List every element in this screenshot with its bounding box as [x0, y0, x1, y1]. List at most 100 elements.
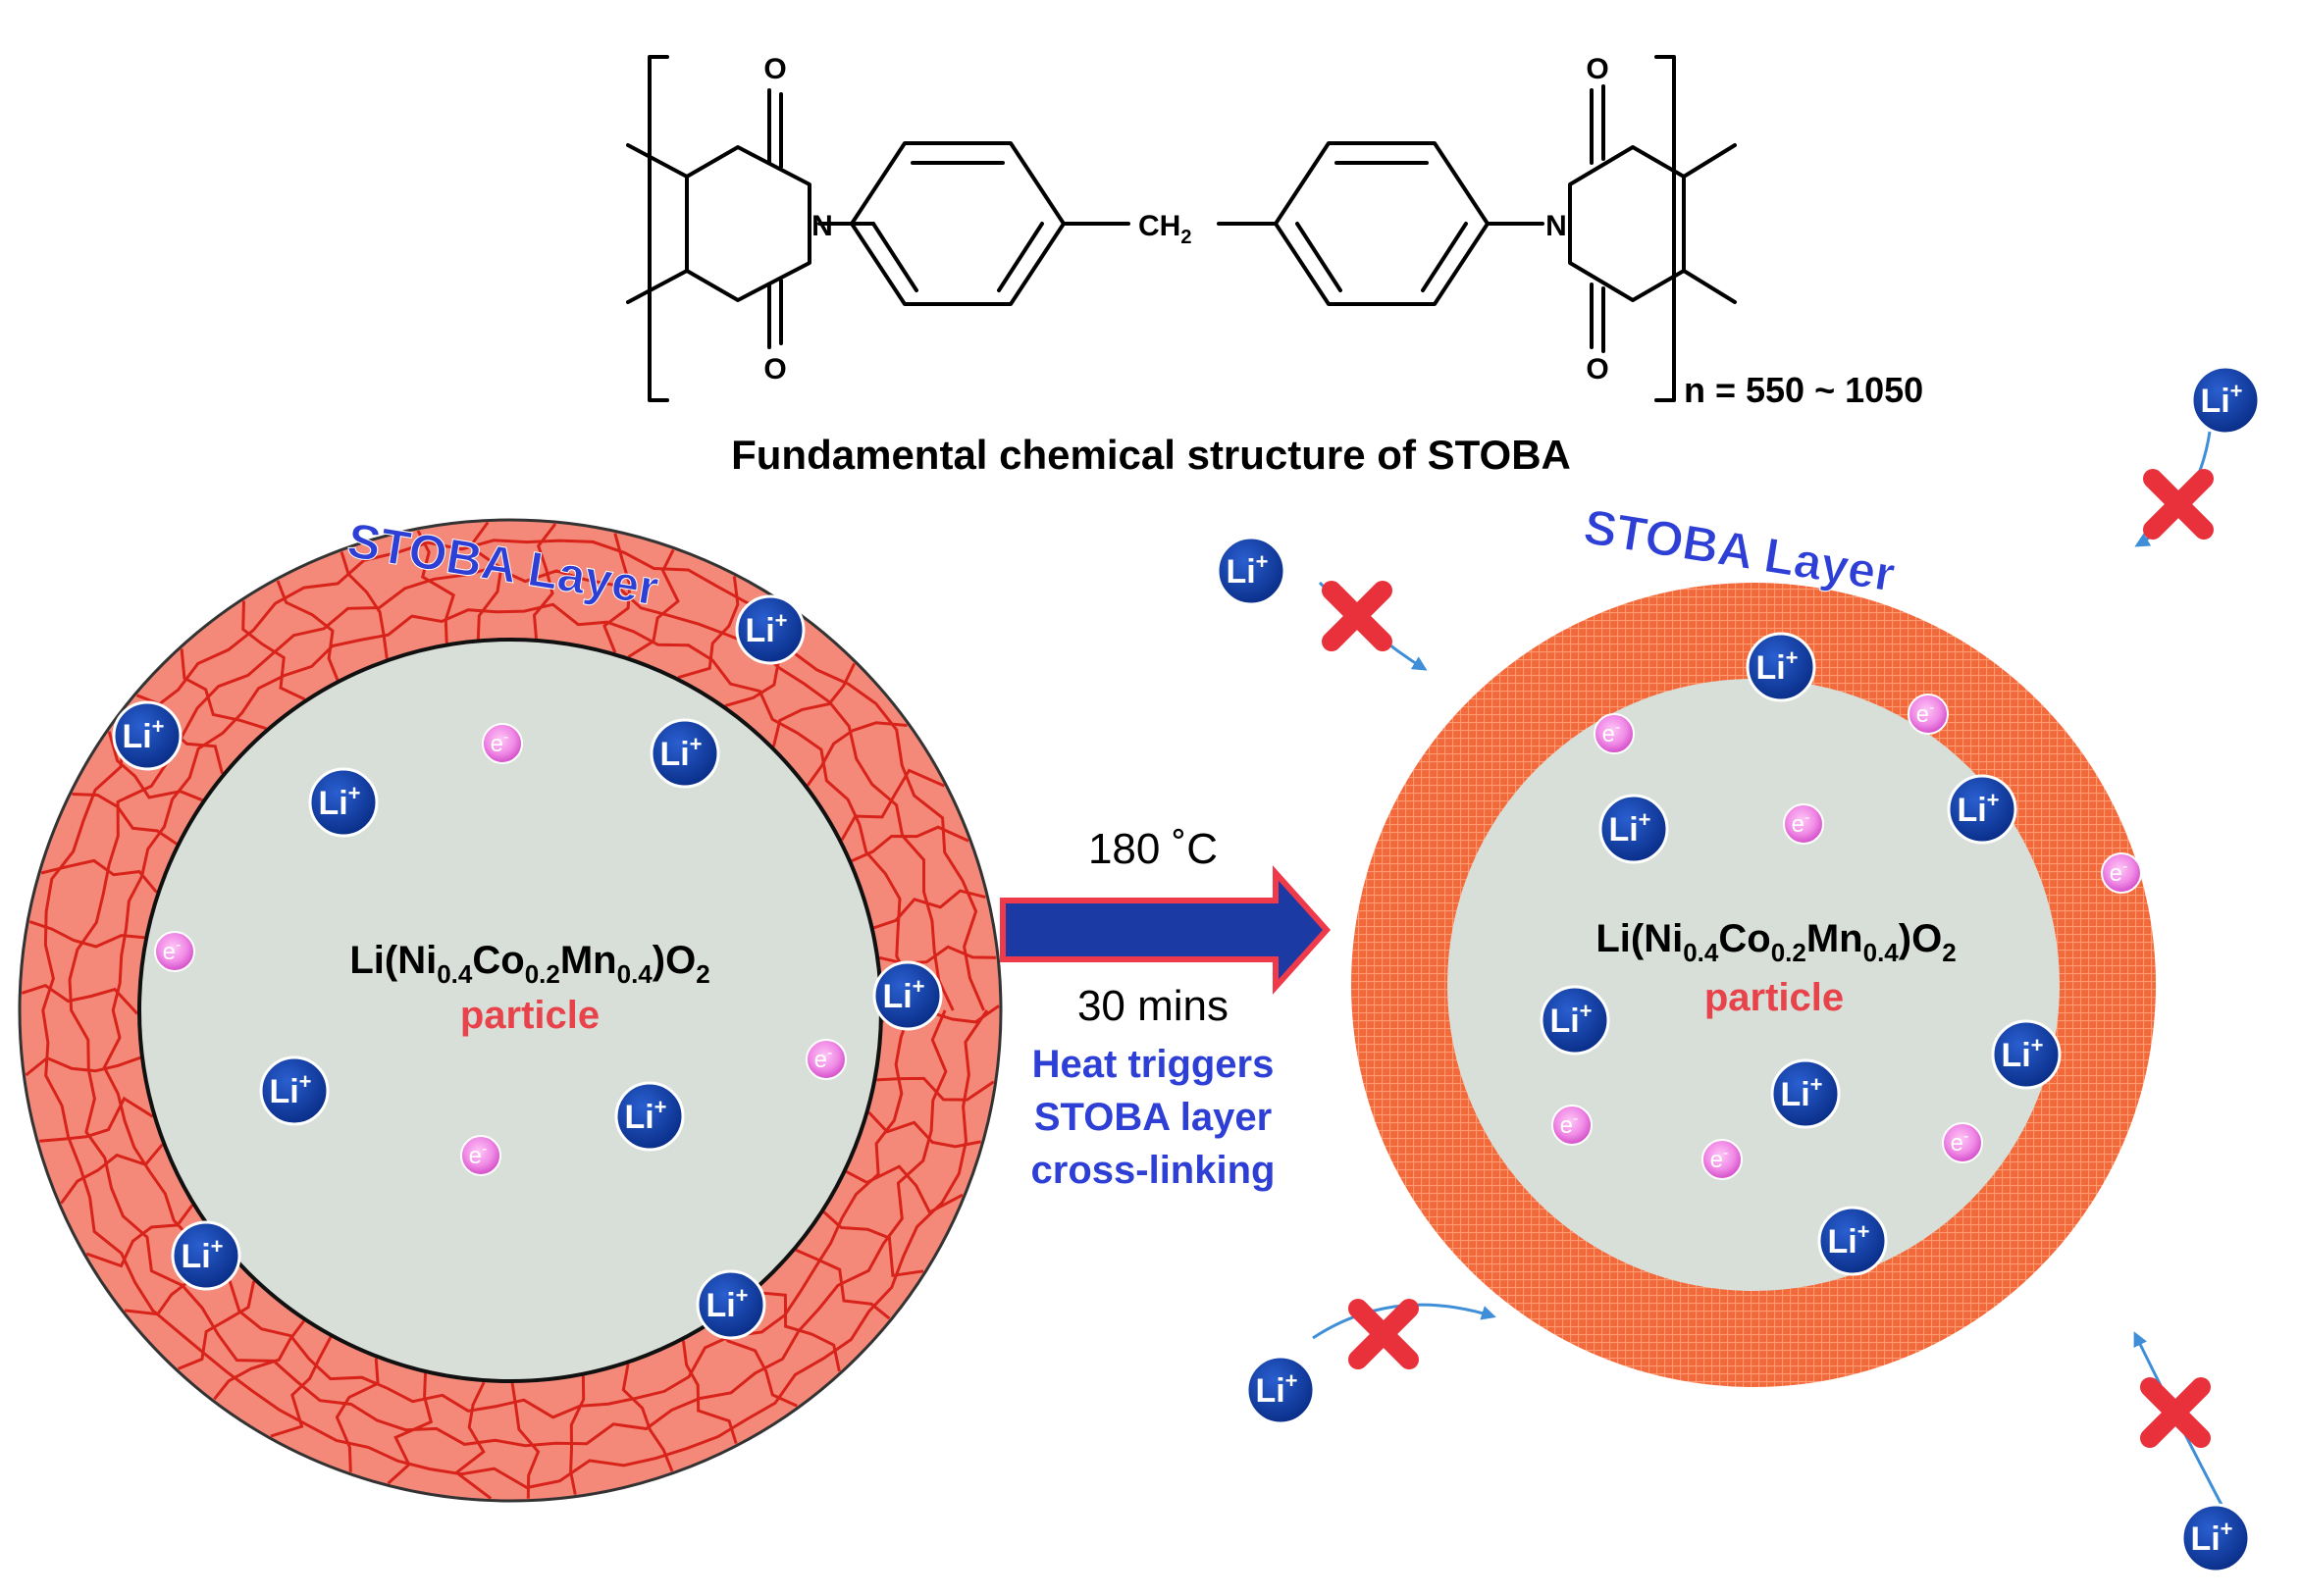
- svg-text:Li+: Li+: [1827, 1219, 1869, 1261]
- electron: e-: [482, 723, 523, 764]
- block-marks: [1322, 469, 2214, 1448]
- electron: e-: [1783, 803, 1824, 845]
- electron: e-: [1594, 713, 1635, 754]
- crack-line: [467, 521, 503, 640]
- crack-line: [180, 648, 267, 731]
- electron: e-: [1908, 694, 1949, 735]
- block-x-icon: [1348, 1299, 1419, 1369]
- svg-text:Li+: Li+: [1255, 1368, 1297, 1410]
- li-ion: Li+: [1540, 985, 1610, 1055]
- li-ion: Li+: [1991, 1019, 2062, 1090]
- crack-line: [453, 1381, 493, 1500]
- transition: 180 ˚C 30 mins Heat triggers STOBA layer…: [1000, 825, 1332, 1192]
- li-ion: Li+: [696, 1269, 766, 1340]
- crack-line: [178, 1280, 256, 1370]
- crack-line: [39, 1096, 154, 1143]
- crack-line: [416, 530, 455, 644]
- electron: e-: [1701, 1139, 1743, 1180]
- crack-line: [867, 1110, 981, 1149]
- right-formula: Li(Ni0.4Co0.2Mn0.4)O2: [1595, 917, 1956, 967]
- crack-line: [241, 600, 306, 701]
- li-ion: Li+: [1746, 632, 1816, 702]
- chemical-structure: [626, 55, 1737, 402]
- electron: e-: [460, 1135, 501, 1176]
- crack-line: [677, 576, 740, 680]
- right-particle-label: particle: [1704, 976, 1844, 1019]
- crack-line: [340, 551, 389, 659]
- heat-description-line-3: cross-linking: [1031, 1149, 1276, 1192]
- repeat-unit-label: n = 550 ~ 1050: [1684, 370, 1923, 410]
- svg-text:e-: e-: [2110, 858, 2128, 887]
- svg-text:Li+: Li+: [1780, 1072, 1822, 1113]
- svg-text:e-: e-: [814, 1045, 833, 1073]
- crack-line: [107, 731, 203, 802]
- blocked-li-ion: Li+: [1216, 536, 1286, 606]
- svg-text:Li+: Li+: [2190, 1517, 2232, 1558]
- structure-caption: Fundamental chemical structure of STOBA: [731, 432, 1571, 478]
- block-x-icon: [1322, 581, 1392, 651]
- svg-text:e-: e-: [1951, 1128, 1969, 1157]
- right-particle: STOBA Layer Li(Ni0.4Co0.2Mn0.4)O2 partic…: [1351, 498, 2156, 1387]
- li-ion: Li+: [1947, 774, 2017, 845]
- left-bracket: [648, 55, 669, 402]
- svg-text:Li+: Li+: [1957, 788, 1999, 829]
- electron: e-: [154, 931, 195, 972]
- blocked-li-ion: Li+: [2180, 1503, 2251, 1573]
- svg-text:Li+: Li+: [2200, 379, 2242, 420]
- electron: e-: [1942, 1122, 1983, 1163]
- electron: e-: [2101, 852, 2142, 894]
- svg-text:e-: e-: [1560, 1110, 1579, 1139]
- electron: e-: [1551, 1105, 1593, 1146]
- temperature-label: 180 ˚C: [1088, 825, 1218, 873]
- atom-n-left: N: [811, 210, 833, 242]
- li-ion: Li+: [171, 1220, 241, 1291]
- svg-text:e-: e-: [1916, 699, 1935, 728]
- li-ion: Li+: [872, 960, 943, 1031]
- electron: e-: [806, 1039, 847, 1080]
- crack-line: [806, 721, 908, 787]
- atom-o-top-right: O: [1586, 53, 1608, 85]
- svg-text:e-: e-: [1602, 719, 1621, 747]
- svg-text:Li+: Li+: [659, 732, 702, 773]
- atom-o-top-left: O: [763, 53, 786, 85]
- li-ion: Li+: [308, 767, 379, 838]
- block-x-icon: [2140, 1377, 2211, 1448]
- li-ion: Li+: [650, 718, 720, 789]
- ions: Li+ Li+ Li+ Li+ Li+ Li+ Li+ Li+ Li+ e-e-e-e- Li+ Li…: [112, 365, 2261, 1573]
- crack-line: [68, 565, 955, 1448]
- svg-text:Li+: Li+: [1226, 549, 1268, 591]
- li-ion: Li+: [1817, 1206, 1888, 1276]
- svg-text:e-: e-: [469, 1141, 488, 1169]
- svg-text:Li+: Li+: [706, 1283, 748, 1324]
- crack-line: [627, 548, 680, 658]
- svg-text:Li+: Li+: [624, 1095, 666, 1136]
- crack-line: [876, 1076, 995, 1102]
- svg-text:Li+: Li+: [318, 781, 360, 822]
- svg-text:Li+: Li+: [122, 714, 164, 755]
- svg-text:Li+: Li+: [181, 1234, 223, 1275]
- li-ion: Li+: [1770, 1058, 1841, 1129]
- crack-line: [41, 539, 989, 1490]
- atom-n-right: N: [1545, 210, 1567, 242]
- heat-description-line-1: Heat triggers: [1032, 1043, 1275, 1086]
- svg-text:Li+: Li+: [269, 1069, 311, 1110]
- svg-text:e-: e-: [1710, 1145, 1729, 1173]
- svg-text:Li+: Li+: [882, 974, 924, 1015]
- svg-text:Li+: Li+: [2001, 1033, 2043, 1074]
- svg-text:Li+: Li+: [745, 608, 787, 649]
- svg-text:Li+: Li+: [1755, 645, 1798, 687]
- svg-text:e-: e-: [1792, 809, 1810, 838]
- crack-line: [102, 602, 913, 1419]
- atom-o-bottom-left: O: [763, 353, 786, 386]
- blocked-li-ion: Li+: [2190, 365, 2261, 436]
- duration-label: 30 mins: [1077, 982, 1229, 1030]
- crack-line: [621, 1364, 674, 1472]
- atom-o-bottom-right: O: [1586, 353, 1608, 386]
- svg-text:e-: e-: [163, 937, 182, 965]
- li-ion: Li+: [614, 1081, 685, 1152]
- left-particle-label: particle: [460, 994, 600, 1037]
- block-x-icon: [2143, 469, 2214, 540]
- left-particle: STOBA Layer Li(Ni0.4Co0.2Mn0.4)O2 partic…: [18, 512, 1003, 1503]
- blocked-li-ion: Li+: [1245, 1355, 1316, 1425]
